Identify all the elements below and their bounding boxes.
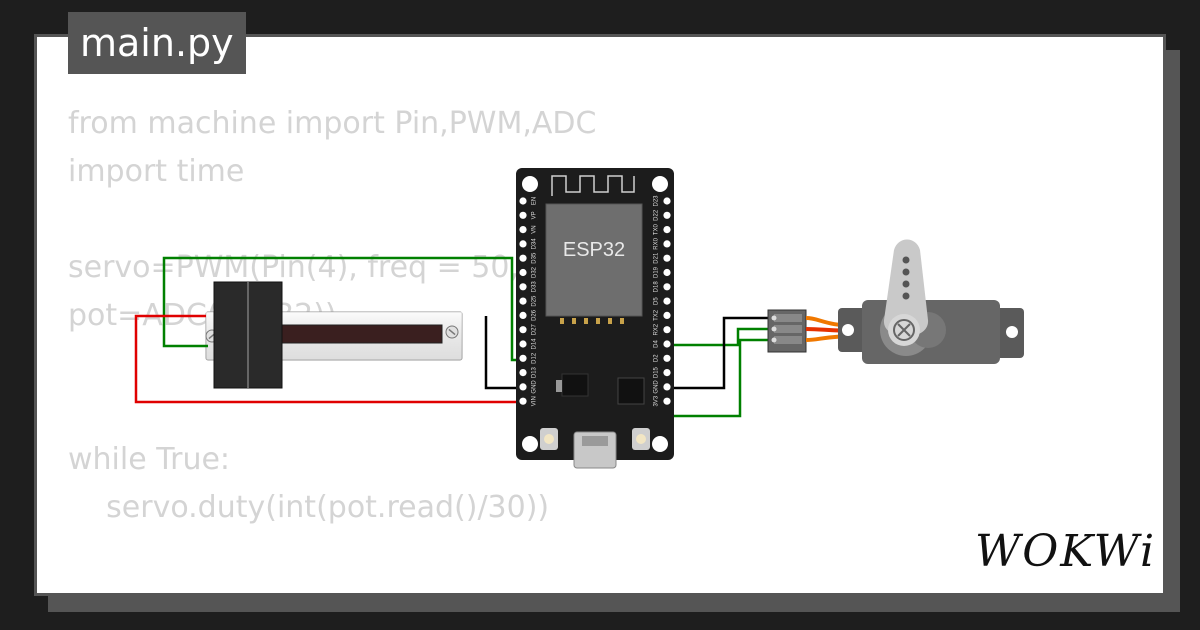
esp32-pin-label: D33 — [532, 281, 538, 293]
esp32-pin[interactable] — [519, 197, 527, 205]
esp32-pin-label: VIN — [532, 396, 538, 406]
esp32-pin-label: D2 — [654, 354, 660, 362]
esp32-pin-label: D22 — [654, 209, 660, 221]
esp32-pin-label: D4 — [654, 340, 660, 348]
code-listing: from machine import Pin,PWM,ADC import ti… — [68, 100, 671, 532]
esp32-pin-label: D5 — [654, 297, 660, 305]
esp32-pin-label: RX0 — [654, 237, 660, 249]
esp32-pin[interactable] — [663, 254, 671, 262]
esp32-pin[interactable] — [519, 383, 527, 391]
esp32-pin[interactable] — [663, 283, 671, 291]
code-line: servo.duty(int(pot.read()/30)) — [68, 490, 550, 525]
esp32-pin-label: D35 — [532, 252, 538, 264]
esp32-pin[interactable] — [663, 383, 671, 391]
esp32-pin-label: D21 — [654, 252, 660, 264]
esp32-pin-label: D26 — [532, 309, 538, 321]
servo-motor[interactable] — [838, 239, 1024, 365]
esp32-pin-label: GND — [532, 380, 538, 394]
esp32-pin[interactable] — [519, 326, 527, 334]
esp32-pin-label: D18 — [654, 281, 660, 293]
esp32-pin-label: D15 — [654, 366, 660, 378]
wire-green-servo-vcc — [666, 338, 774, 418]
esp32-pin[interactable] — [519, 254, 527, 262]
esp32-pin-label: D12 — [532, 352, 538, 364]
esp32-pin-label: TX2 — [654, 309, 660, 321]
esp32-pin-label: D34 — [532, 238, 538, 250]
esp32-pin[interactable] — [519, 211, 527, 219]
esp32-pin-label: D13 — [532, 366, 538, 378]
servo-connector — [767, 309, 807, 353]
code-line: while True: — [68, 442, 231, 477]
esp32-pin[interactable] — [519, 283, 527, 291]
esp32-pin[interactable] — [519, 369, 527, 377]
esp32-pin[interactable] — [663, 197, 671, 205]
wire-black-pot-gnd — [484, 316, 520, 390]
esp32-pin[interactable] — [663, 297, 671, 305]
esp32-pin[interactable] — [663, 311, 671, 319]
esp32-pin[interactable] — [663, 268, 671, 277]
wire-red-pot-vcc — [134, 314, 520, 404]
esp32-pin-label: D19 — [654, 266, 660, 278]
esp32-pin[interactable] — [663, 340, 671, 348]
esp32-pin[interactable] — [663, 326, 671, 334]
esp32-pin[interactable] — [519, 311, 527, 319]
esp32-pin-label: EN — [532, 197, 538, 205]
esp32-pin-label: RX2 — [654, 323, 660, 335]
wire-green-servo-signal — [668, 327, 774, 347]
wokwi-logo: WOKWi — [975, 524, 1155, 580]
esp32-pin[interactable] — [519, 354, 527, 362]
esp32-pin-label: GND — [654, 380, 660, 394]
esp32-pin-label: D14 — [532, 338, 538, 350]
esp32-pin-label: D32 — [532, 266, 538, 278]
esp32-pin[interactable] — [519, 297, 527, 305]
esp32-pin[interactable] — [519, 240, 527, 248]
esp32-pin[interactable] — [663, 369, 671, 377]
esp32-pin-label: 3V3 — [654, 395, 660, 406]
code-line: from machine import Pin,PWM,ADC — [68, 106, 597, 141]
esp32-label: ESP32 — [563, 239, 625, 261]
esp32-pin[interactable] — [519, 226, 527, 234]
esp32-pin[interactable] — [519, 397, 527, 405]
esp32-pin-label: VP — [532, 211, 538, 219]
slide-potentiometer[interactable] — [205, 281, 463, 389]
esp32-pin[interactable] — [663, 240, 671, 248]
esp32-pin[interactable] — [519, 340, 527, 348]
esp32-pin-label: D25 — [532, 295, 538, 307]
esp32-board[interactable]: ESP32 ENVPVND34D35D32D33D25D26D27D14D12D… — [516, 168, 674, 469]
esp32-pin-label: TX0 — [654, 223, 660, 235]
wire-black-servo-gnd — [668, 316, 774, 390]
file-tab-main-py[interactable]: main.py — [68, 12, 246, 74]
esp32-pin-label: VN — [532, 225, 538, 233]
esp32-pin[interactable] — [663, 354, 671, 362]
esp32-pin[interactable] — [663, 397, 671, 405]
wokwi-logo-text: WOKWi — [975, 526, 1157, 577]
esp32-right-pin-header: D23D22TX0RX0D21D19D18D5TX2RX2D4D2D15GND3… — [654, 195, 671, 407]
code-line: import time — [68, 154, 245, 189]
wire-green-pot-signal — [162, 256, 520, 362]
esp32-pin[interactable] — [663, 226, 671, 234]
esp32-pin[interactable] — [519, 268, 527, 277]
esp32-pin-label: D27 — [532, 324, 538, 336]
esp32-pin-label: D23 — [654, 195, 660, 207]
esp32-pin[interactable] — [663, 211, 671, 219]
